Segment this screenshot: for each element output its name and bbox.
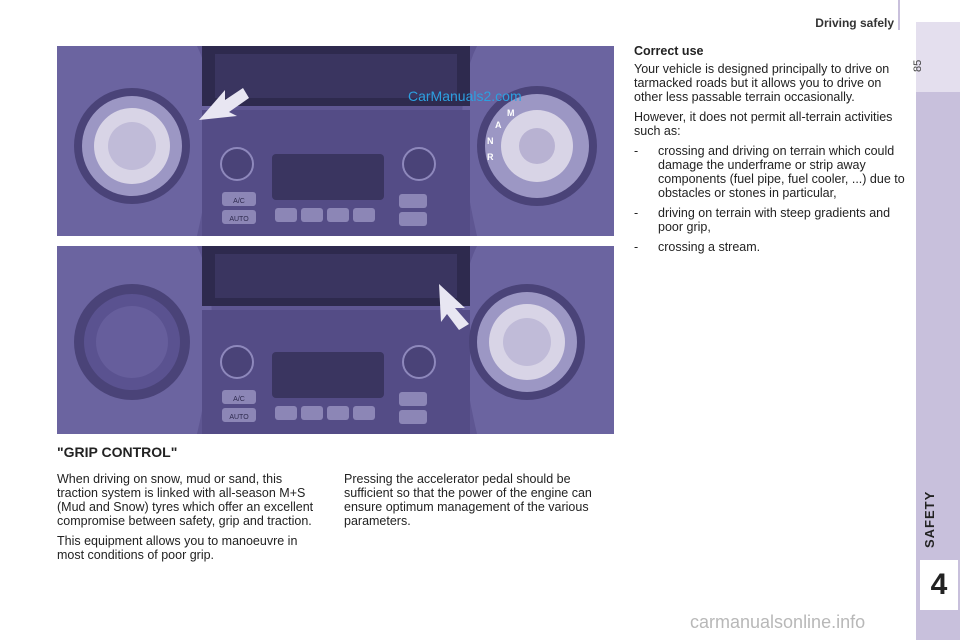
side-tab-top [916, 22, 960, 92]
list-item-text: crossing a stream. [658, 240, 761, 254]
list-item: - crossing a stream. [634, 240, 908, 254]
dashboard-illustration-top: A/C AUTO M A N R [57, 46, 614, 236]
list-item: - crossing and driving on terrain which c… [634, 144, 908, 200]
selector-letter-m: M [507, 108, 515, 118]
grip-control-paragraph: When driving on snow, mud or sand, this … [57, 472, 314, 528]
bullet-marker: - [634, 240, 639, 254]
watermark: CarManuals2.com [408, 88, 522, 104]
selector-letter-r: R [487, 152, 494, 162]
grip-control-column-1: When driving on snow, mud or sand, this … [57, 472, 319, 568]
correct-use-section: Correct use Your vehicle is designed pri… [634, 44, 908, 260]
dashboard-photo-bottom: A/C AUTO [57, 246, 614, 434]
arrow-icon [199, 88, 249, 120]
auto-button-label: AUTO [229, 216, 249, 223]
side-tab [916, 92, 960, 640]
auto-button-label: AUTO [229, 414, 249, 421]
chapter-number: 4 [920, 560, 958, 610]
selector-letter-a: A [495, 120, 502, 130]
correct-use-list: - crossing and driving on terrain which c… [634, 144, 908, 254]
header-rule [898, 0, 900, 30]
ac-button-label: A/C [233, 396, 245, 403]
correct-use-paragraph: However, it does not permit all-terrain … [634, 110, 893, 138]
list-item: - driving on terrain with steep gradients… [634, 206, 908, 234]
grip-control-title: "GRIP CONTROL" [57, 444, 178, 460]
section-label: SAFETY [922, 490, 937, 548]
list-item-text: driving on terrain with steep gradients … [658, 206, 891, 234]
selector-letter-n: N [487, 136, 494, 146]
dashboard-illustration-bottom: A/C AUTO [57, 246, 614, 434]
grip-control-paragraph: Pressing the accelerator pedal should be… [344, 472, 592, 528]
grip-control-column-2: Pressing the accelerator pedal should be… [344, 472, 606, 534]
ac-button-label: A/C [233, 198, 245, 205]
dashboard-photo-top: A/C AUTO M A N R [57, 46, 614, 236]
correct-use-title: Correct use [634, 44, 704, 58]
page-number: 85 [912, 59, 924, 72]
bullet-marker: - [634, 206, 639, 220]
header-title: Driving safely [815, 16, 894, 30]
grip-control-paragraph: This equipment allows you to manoeuvre i… [57, 534, 298, 562]
correct-use-paragraph: Your vehicle is designed principally to … [634, 62, 890, 104]
list-item-text: crossing and driving on terrain which co… [658, 144, 905, 200]
arrow-icon [439, 284, 469, 330]
bullet-marker: - [634, 144, 639, 158]
footer-watermark: carmanualsonline.info [690, 612, 866, 632]
